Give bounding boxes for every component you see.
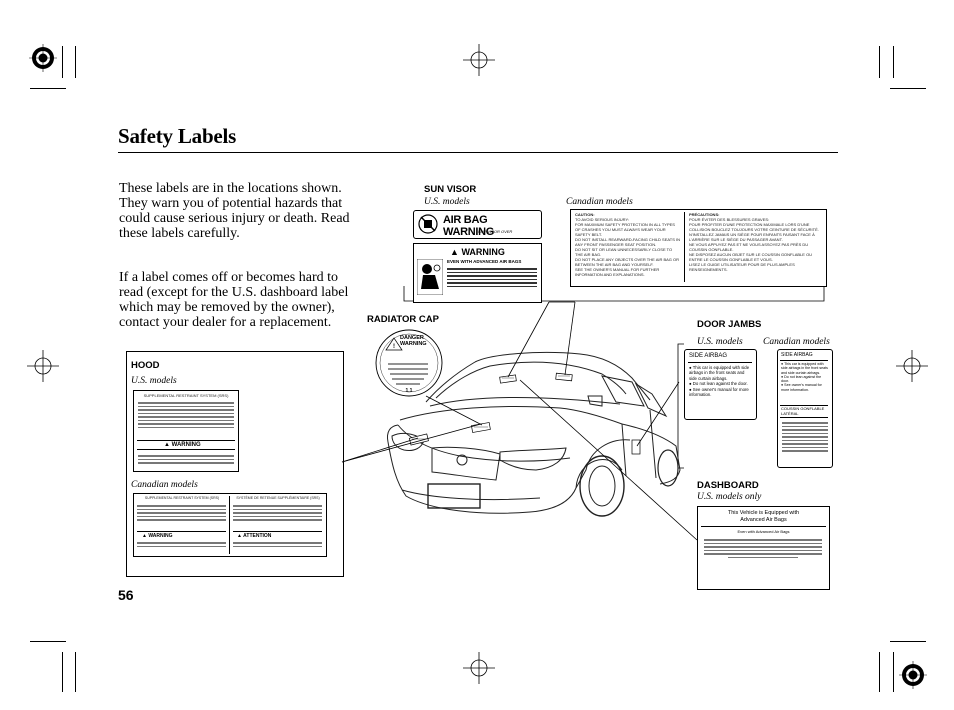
radiator-danger-text: DANGER <box>400 335 424 341</box>
warning-triangle-icon: ▲ <box>450 247 459 257</box>
hood-us-label-heading: SUPPLEMENTAL RESTRAINT SYSTEM (SRS) <box>143 393 229 398</box>
radiator-cap-heading: RADIATOR CAP <box>367 314 439 325</box>
hood-ca-heading-fr: SYSTÈME DE RETENUE SUPPLÉMENTAIRE (SRS) <box>236 496 320 500</box>
door-jambs-us-caption: U.S. models <box>697 337 743 347</box>
sun-visor-warning-subtitle: EVEN WITH ADVANCED AIR BAGS <box>447 259 522 264</box>
dashboard-heading: DASHBOARD <box>697 480 759 491</box>
dashboard-label-subline: Even with Advanced Air Bags <box>737 529 790 534</box>
door-jambs-bracket <box>677 343 684 469</box>
sun-visor-us-caption: U.S. models <box>424 197 470 207</box>
door-jamb-canadian-label: SIDE AIRBAG ● This car is equipped with … <box>777 349 833 468</box>
door-jamb-ca-heading-fr: COUSSIN GONFLABLE LATÉRAL <box>781 406 825 416</box>
hood-canadian-caption: Canadian models <box>131 480 198 490</box>
door-jambs-heading: DOOR JAMBS <box>697 319 762 330</box>
hood-ca-attention: ATTENTION <box>243 533 272 539</box>
door-jamb-ca-text-en: ● This car is equipped with side airbags… <box>781 362 828 392</box>
sun-visor-us-banner: AIR BAG WARNING FLIP VISOR OVER <box>413 210 542 239</box>
door-jamb-ca-text-fr <box>782 420 828 454</box>
dashboard-us-caption: U.S. models only <box>697 492 762 502</box>
hood-ca-attention-lines <box>233 540 322 549</box>
svg-text:!: ! <box>393 344 395 350</box>
caution-text-block: CAUTION: TO AVOID SERIOUS INJURY: FOR MA… <box>575 212 680 277</box>
sun-visor-warning-text-lines <box>447 266 537 289</box>
dashboard-label-heading: This Vehicle is Equipped with Advanced A… <box>727 510 800 523</box>
dashboard-label-text-lines <box>704 537 822 560</box>
hood-ca-warning-lines <box>137 540 226 549</box>
title-rule <box>118 152 838 153</box>
no-child-seat-icon <box>418 214 438 234</box>
hood-ca-warning: WARNING <box>148 533 173 539</box>
sun-visor-canadian-caption: Canadian models <box>566 197 633 207</box>
sun-visor-canadian-label: CAUTION: TO AVOID SERIOUS INJURY: FOR MA… <box>570 209 827 287</box>
hood-heading: HOOD <box>131 360 160 371</box>
hood-canadian-label: SUPPLEMENTAL RESTRAINT SYSTEM (SRS) SYST… <box>133 493 327 557</box>
sun-visor-banner-subtext: FLIP VISOR OVER <box>478 229 513 234</box>
hood-ca-fr-lines <box>233 503 322 523</box>
hood-us-label: SUPPLEMENTAL RESTRAINT SYSTEM (SRS) ▲ WA… <box>133 390 239 472</box>
hood-ca-en-lines <box>137 503 226 523</box>
hood-us-text-lines <box>138 400 234 430</box>
door-jamb-us-label: SIDE AIRBAG ● This car is equipped with … <box>684 349 757 420</box>
door-jamb-us-heading: SIDE AIRBAG <box>689 353 728 359</box>
radiator-warning-text: WARNING <box>400 341 427 347</box>
dashboard-label: This Vehicle is Equipped with Advanced A… <box>697 506 830 590</box>
page-number: 56 <box>118 587 134 603</box>
svg-text:1.1: 1.1 <box>406 388 413 394</box>
precautions-text-block: PRÉCAUTIONS: POUR ÉVITER DES BLESSURES G… <box>689 212 819 272</box>
hood-us-warning-lines <box>138 453 234 466</box>
sun-visor-warning-title: WARNING <box>461 247 505 257</box>
hood-ca-heading-en: SUPPLEMENTAL RESTRAINT SYSTEM (SRS) <box>144 496 220 500</box>
page-title: Safety Labels <box>118 124 237 148</box>
door-jamb-ca-heading: SIDE AIRBAG <box>781 352 813 358</box>
sun-visor-us-warning-label: ▲ WARNING EVEN WITH ADVANCED AIR BAGS <box>413 243 542 303</box>
sun-visor-bracket <box>403 286 825 302</box>
car-illustration <box>387 351 681 517</box>
door-jambs-canadian-caption: Canadian models <box>763 337 830 347</box>
radiator-cap-label-text: DANGER WARNING <box>400 335 427 347</box>
hood-us-warning: WARNING <box>171 442 201 448</box>
sun-visor-banner-text: AIR BAG WARNING <box>443 214 495 238</box>
door-jamb-us-text: ● This car is equipped with side airbags… <box>689 365 750 398</box>
radiator-cap-label: ! 1.1 <box>375 329 443 397</box>
sun-visor-heading: SUN VISOR <box>424 184 477 195</box>
hood-us-caption: U.S. models <box>131 376 177 386</box>
replacement-paragraph: If a label comes off or becomes hard to … <box>119 270 349 330</box>
airbag-hazard-icon <box>417 259 443 295</box>
intro-paragraph: These labels are in the locations shown.… <box>119 181 350 241</box>
